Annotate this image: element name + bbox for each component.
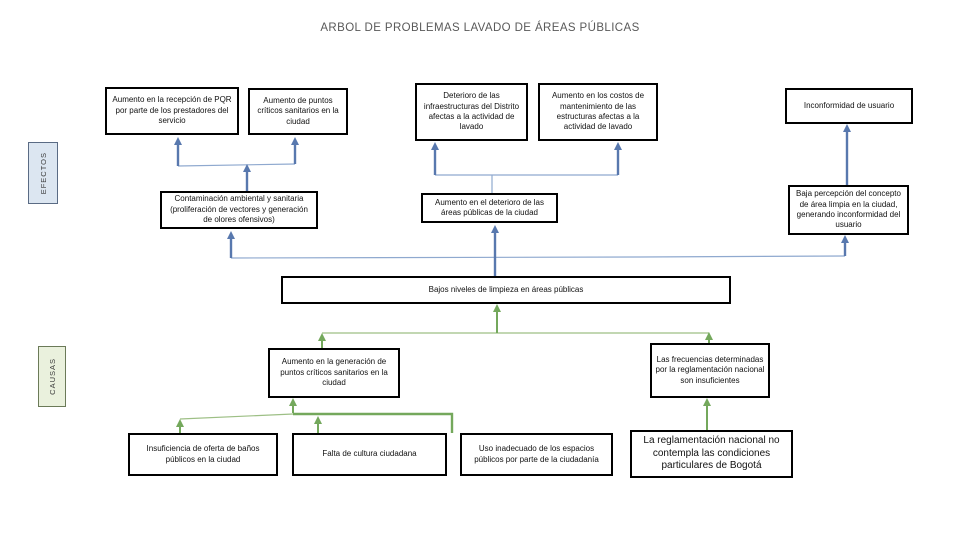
diagram-title: ARBOL DE PROBLEMAS LAVADO DE ÁREAS PÚBLI…: [320, 22, 640, 34]
effects-arrows: [174, 124, 851, 276]
effects-thin-lines: [177, 163, 846, 259]
causes-band-text: CAUSAS: [47, 358, 57, 395]
cause-box-critical-points-generation: Aumento en la generación de puntos críti…: [268, 348, 400, 398]
effect-box-user-dissatisfaction: Inconformidad de usuario: [785, 88, 913, 124]
effects-band-label: EFECTOS: [28, 142, 58, 204]
causes-band-label: CAUSAS: [38, 346, 66, 407]
effect-box-low-perception: Baja percepción del concepto de área lim…: [788, 185, 909, 235]
effect-box-infrastructure-deterioration: Deterioro de las infraestructuras del Di…: [415, 83, 528, 141]
cause-box-national-regulation: La reglamentación nacional no contempla …: [630, 430, 793, 478]
effect-box-maintenance-costs: Aumento en los costos de mantenimiento d…: [538, 83, 658, 141]
effects-band-text: EFECTOS: [38, 151, 48, 195]
effect-box-public-areas-deterioration: Aumento en el deterioro de las áreas púb…: [421, 193, 558, 223]
causes-arrows: [176, 304, 713, 433]
cause-box-insufficient-frequencies: Las frecuencias determinadas por la regl…: [650, 343, 770, 398]
causes-thin-lines: [179, 332, 709, 420]
cause-box-lack-of-civic-culture: Falta de cultura ciudadana: [292, 433, 447, 476]
cause-box-misuse-public-spaces: Uso inadecuado de los espacios públicos …: [460, 433, 613, 476]
effect-box-pqr-increase: Aumento en la recepción de PQR por parte…: [105, 87, 239, 135]
cause-box-public-toilets-shortage: Insuficiencia de oferta de baños público…: [128, 433, 278, 476]
effect-box-contamination: Contaminación ambiental y sanitaria (pro…: [160, 191, 318, 229]
effect-box-critical-points: Aumento de puntos críticos sanitarios en…: [248, 88, 348, 135]
central-problem-box: Bajos niveles de limpieza en áreas públi…: [281, 276, 731, 304]
